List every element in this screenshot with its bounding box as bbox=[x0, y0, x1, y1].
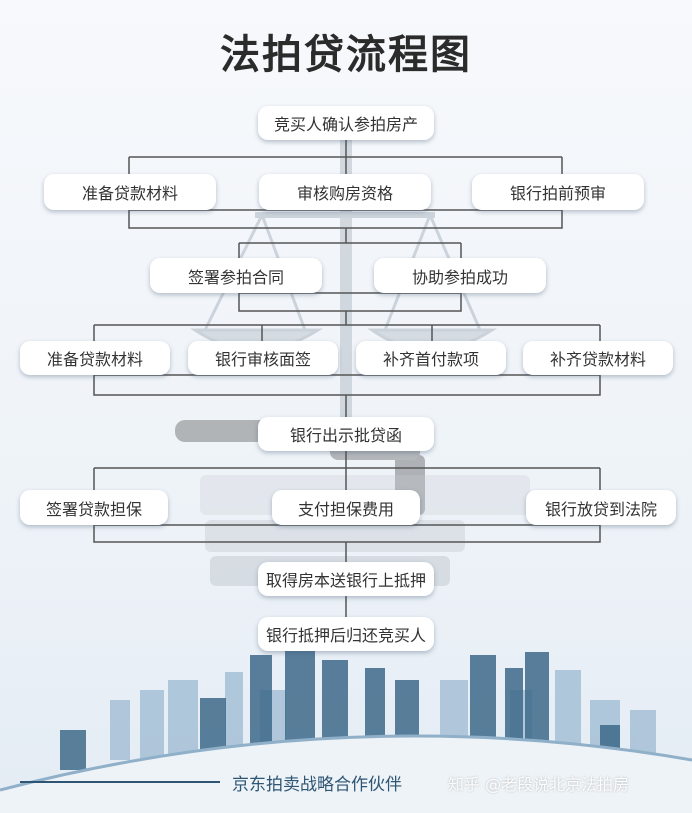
step-assist-win-auction: 协助参拍成功 bbox=[374, 258, 546, 293]
step-verify-eligibility: 审核购房资格 bbox=[259, 174, 431, 210]
step-supplement-materials: 补齐贷款材料 bbox=[523, 341, 673, 375]
step-deed-mortgage: 取得房本送银行上抵押 bbox=[258, 562, 434, 596]
city-skyline bbox=[0, 650, 692, 813]
flow-connectors bbox=[93, 138, 601, 617]
zhihu-watermark: 知乎 @老段说北京法拍房 bbox=[448, 775, 630, 794]
step-bank-pre-review: 银行拍前预审 bbox=[472, 174, 644, 210]
step-confirm-property: 竞买人确认参拍房产 bbox=[258, 106, 434, 140]
step-sign-loan-guarantee: 签署贷款担保 bbox=[20, 490, 168, 525]
partner-tagline: 京东拍卖战略合作伙伴 bbox=[232, 775, 402, 795]
page-title: 法拍贷流程图 bbox=[220, 32, 472, 78]
step-bank-interview: 银行审核面签 bbox=[188, 341, 338, 375]
step-bank-disburse-to-court: 银行放贷到法院 bbox=[526, 490, 676, 525]
step-return-to-bidder: 银行抵押后归还竞买人 bbox=[258, 617, 434, 651]
step-sign-auction-contract: 签署参拍合同 bbox=[150, 258, 322, 293]
step-pay-guarantee-fee: 支付担保费用 bbox=[272, 490, 420, 525]
step-down-payment: 补齐首付款项 bbox=[356, 341, 506, 375]
step-prepare-materials-1: 准备贷款材料 bbox=[44, 174, 216, 210]
step-loan-approval-letter: 银行出示批贷函 bbox=[258, 417, 434, 451]
step-prepare-materials-2: 准备贷款材料 bbox=[20, 341, 170, 375]
